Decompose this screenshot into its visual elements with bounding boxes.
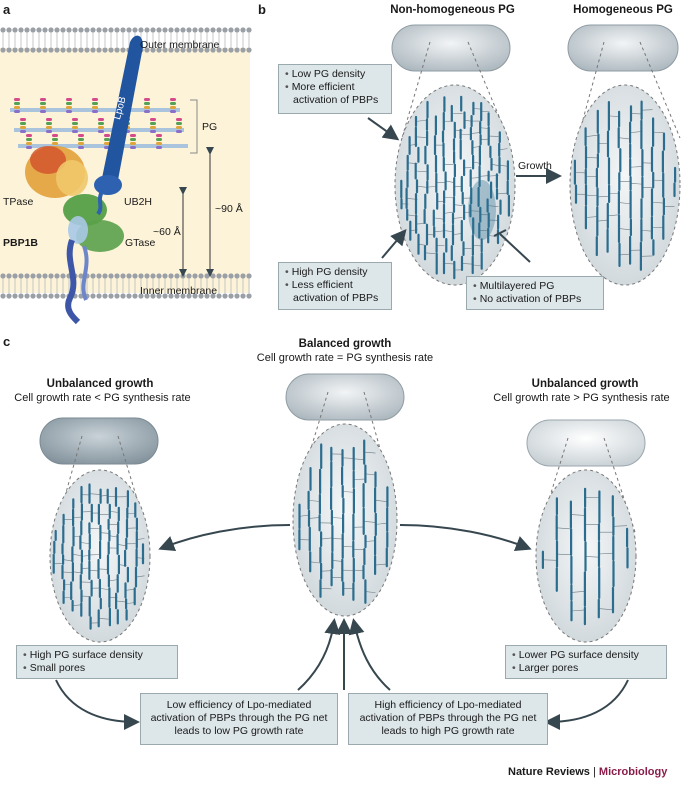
lpob-protein (94, 35, 143, 216)
box-high-efficiency: High efficiency of Lpo-mediated activati… (348, 693, 548, 745)
journal-name: Nature Reviews (508, 766, 590, 778)
unbalanced-right-subtitle: Cell growth rate > PG synthesis rate (493, 392, 670, 404)
box-lower-surface-line-1: Lower PG surface density (512, 649, 660, 662)
outer-membrane-label: Outer membrane (140, 39, 220, 51)
box-lower-surface-density: Lower PG surface density Larger pores (505, 645, 667, 679)
box-high-surface-density: High PG surface density Small pores (16, 645, 178, 679)
non-homogeneous-title: Non-homogeneous PG (390, 4, 515, 16)
box-high-surface-line-1: High PG surface density (23, 649, 171, 662)
distance-60-label: ~60 Å (153, 226, 181, 238)
pbp1b-label: PBP1B (3, 237, 39, 249)
box-low-density-line-1: Low PG density (285, 68, 385, 81)
box-high-density-line-2: Less efficient activation of PBPs (285, 279, 385, 305)
inner-membrane-label: Inner membrane (140, 285, 218, 297)
tpase-label: TPase (3, 196, 34, 208)
panel-c-letter: c (3, 334, 11, 349)
box-high-surface-line-2: Small pores (23, 662, 171, 675)
balanced-growth-title: Balanced growth (298, 338, 392, 350)
unbalanced-left-title: Unbalanced growth (46, 378, 154, 390)
growth-label: Growth (518, 160, 552, 172)
homogeneous-title: Homogeneous PG (573, 4, 673, 16)
journal-separator: | (593, 766, 596, 778)
box-multilayered-line-2: No activation of PBPs (473, 293, 597, 306)
box-high-density: High PG density Less efficient activatio… (278, 262, 392, 310)
box-multilayered-line-1: Multilayered PG (473, 280, 597, 293)
pbp1b-protein (25, 146, 124, 325)
panel-a-letter: a (3, 2, 11, 17)
unbalanced-right-title: Unbalanced growth (531, 378, 639, 390)
distance-90-label: ~90 Å (215, 203, 243, 215)
panel-b-graphics (367, 24, 681, 286)
ub2h-label: UB2H (124, 196, 153, 208)
box-low-density: Low PG density More efficient activation… (278, 64, 392, 114)
panel-c-graphics (39, 373, 646, 730)
box-low-efficiency: Low efficiency of Lpo-mediated activatio… (140, 693, 338, 745)
pg-label: PG (202, 121, 218, 133)
box-low-density-line-2: More efficient activation of PBPs (285, 81, 385, 107)
unbalanced-left-subtitle: Cell growth rate < PG synthesis rate (14, 392, 191, 404)
box-multilayered: Multilayered PG No activation of PBPs (466, 276, 604, 310)
journal-section: Microbiology (598, 766, 668, 778)
panel-b-letter: b (258, 2, 266, 17)
journal-credit: Nature Reviews | Microbiology (508, 766, 667, 778)
box-high-density-line-1: High PG density (285, 266, 385, 279)
box-lower-surface-line-2: Larger pores (512, 662, 660, 675)
balanced-growth-subtitle: Cell growth rate = PG synthesis rate (256, 352, 434, 364)
membrane-diagram (0, 27, 252, 325)
gtase-label: GTase (125, 237, 156, 249)
